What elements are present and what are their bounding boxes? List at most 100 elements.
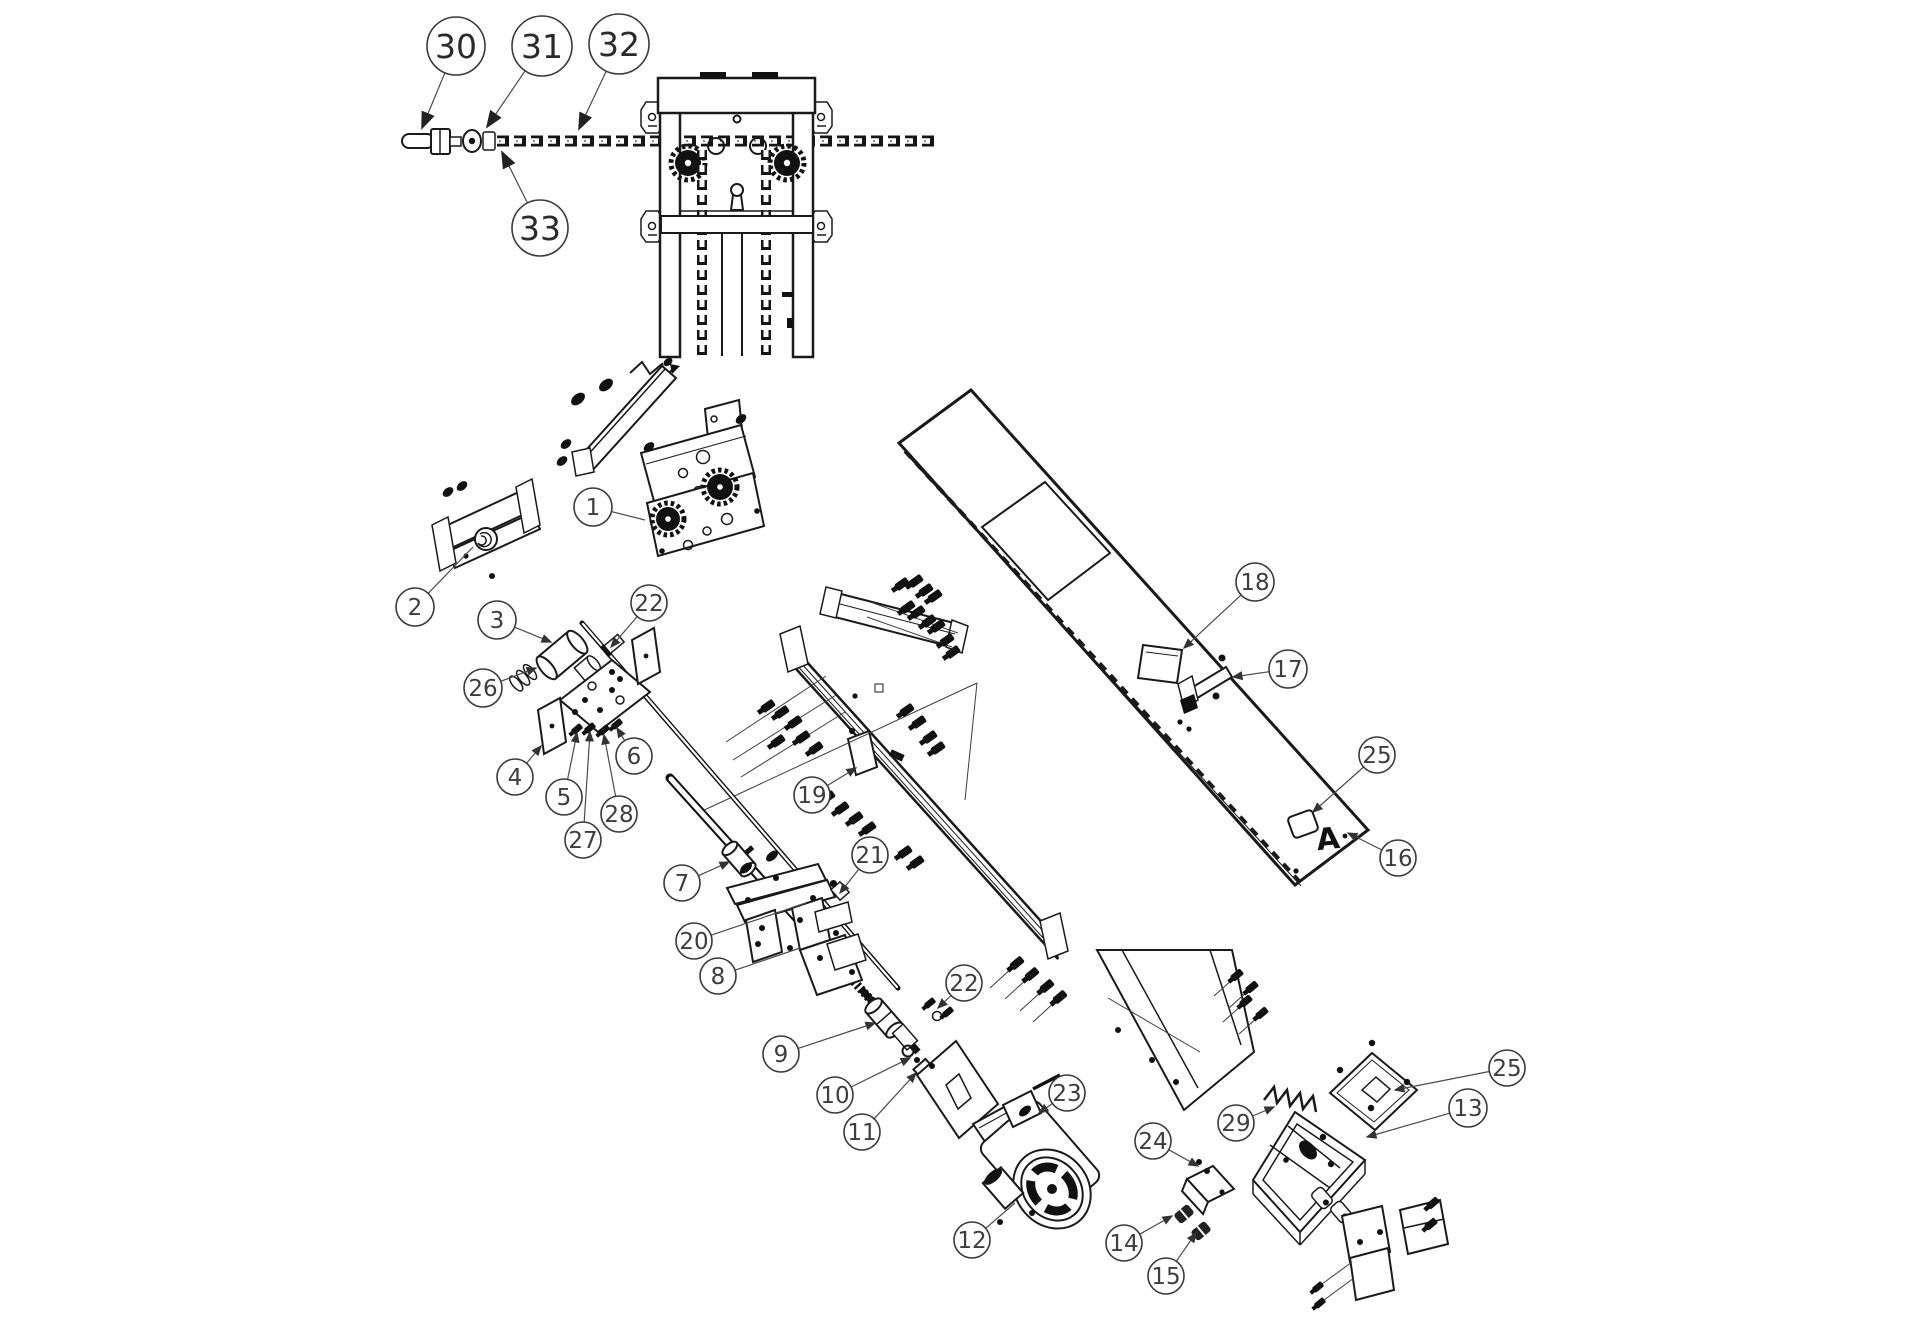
keyhole-icon (729, 183, 745, 211)
svg-text:15: 15 (1151, 1264, 1180, 1290)
tip-window (1287, 809, 1319, 839)
svg-text:11: 11 (847, 1120, 876, 1146)
bottom-mounting-bracket (1308, 1196, 1450, 1312)
balloon-22: 22 (936, 964, 983, 1010)
balloon-25: 25 (1311, 736, 1396, 813)
balloon-28: 28 (600, 733, 638, 833)
svg-text:3: 3 (490, 608, 505, 634)
svg-text:4: 4 (508, 765, 523, 791)
balloon-8: 8 (699, 947, 801, 995)
balloon-15: 15 (1147, 1231, 1197, 1295)
lens-plate (1136, 643, 1184, 685)
svg-text:21: 21 (855, 843, 884, 869)
motor-assembly (971, 1073, 1101, 1230)
svg-text:25: 25 (1362, 743, 1391, 769)
svg-text:22: 22 (634, 591, 663, 617)
svg-text:23: 23 (1052, 1081, 1081, 1107)
tension-spring (1263, 1084, 1318, 1113)
svg-text:29: 29 (1221, 1111, 1250, 1137)
top-cap (656, 76, 817, 115)
balloon-9: 9 (762, 1021, 877, 1073)
svg-text:5: 5 (557, 785, 572, 811)
chain-and-clevis (401, 128, 938, 155)
balloon-18: 18 (1182, 562, 1275, 650)
balloon-31: 31 (485, 15, 573, 129)
rail-cover-panel (896, 387, 1371, 888)
balloon-21: 21 (839, 836, 889, 895)
roller-cylinder (535, 629, 589, 681)
carriage-hardware-icons (740, 850, 855, 975)
balloon-23: 23 (1037, 1074, 1086, 1114)
balloon-1: 1 (573, 487, 646, 527)
svg-text:19: 19 (797, 783, 826, 809)
balloon-25: 25 (1393, 1049, 1526, 1093)
washer-stack-icon (508, 663, 538, 692)
crossbar (660, 215, 814, 234)
svg-text:2: 2 (408, 595, 423, 621)
bell-flange (814, 901, 853, 933)
balloon-5: 5 (545, 731, 583, 816)
svg-text:28: 28 (604, 802, 633, 828)
svg-text:13: 13 (1453, 1096, 1482, 1122)
svg-text:14: 14 (1109, 1231, 1138, 1257)
balloon-3: 3 (477, 600, 553, 643)
rail-tip-parts: A (1287, 809, 1348, 874)
rail-channel (699, 573, 1069, 1023)
balloon-33: 33 (501, 150, 569, 257)
balloon-13: 13 (1365, 1088, 1488, 1139)
balloon-19: 19 (793, 767, 858, 814)
svg-text:12: 12 (957, 1228, 986, 1254)
spring-bracket (431, 477, 542, 579)
link-plate (482, 131, 496, 151)
balloon-17: 17 (1231, 649, 1308, 689)
panel-window (980, 480, 1112, 602)
svg-text:1: 1 (586, 495, 601, 521)
box-cover (1328, 1039, 1419, 1132)
balloon-10: 10 (816, 1057, 912, 1114)
balloon-30: 30 (421, 16, 486, 130)
svg-text:26: 26 (468, 676, 497, 702)
balloon-14: 14 (1105, 1215, 1174, 1262)
balloon-26: 26 (463, 667, 538, 708)
balloon-11: 11 (843, 1071, 918, 1151)
gear-cluster-icon (649, 467, 740, 538)
balloon-12: 12 (953, 1202, 1016, 1259)
view-marker-a: A (1315, 821, 1343, 858)
svg-text:30: 30 (435, 27, 477, 66)
balloon-20: 20 (675, 902, 807, 960)
balloon-29: 29 (1217, 1104, 1276, 1142)
balloon-2: 2 (395, 546, 474, 627)
limit-bracket (1180, 1159, 1236, 1216)
svg-text:20: 20 (679, 929, 708, 955)
motor-end-cap-icon (1012, 1148, 1092, 1230)
clamp-block-14 (1174, 1204, 1194, 1224)
svg-text:6: 6 (627, 744, 642, 770)
gearbox-assembly (639, 398, 766, 558)
balloon-32: 32 (578, 13, 650, 131)
svg-text:27: 27 (568, 828, 597, 854)
trolley-body-plate (558, 658, 652, 734)
svg-text:31: 31 (521, 27, 563, 66)
svg-text:24: 24 (1138, 1129, 1167, 1155)
rail-screw-icons (989, 955, 1068, 1023)
svg-text:32: 32 (598, 25, 640, 64)
balloon-6: 6 (615, 726, 653, 775)
svg-text:22: 22 (949, 971, 978, 997)
svg-text:10: 10 (820, 1083, 849, 1109)
svg-text:9: 9 (774, 1042, 789, 1068)
balloon-27: 27 (564, 730, 602, 859)
stop-plate (846, 729, 879, 777)
svg-text:16: 16 (1383, 846, 1412, 872)
motor-foot (981, 1165, 1025, 1211)
balloon-22: 22 (610, 584, 668, 649)
balloon-7: 7 (663, 861, 731, 902)
svg-text:8: 8 (711, 964, 726, 990)
svg-text:18: 18 (1240, 570, 1269, 596)
svg-text:25: 25 (1492, 1056, 1521, 1082)
header-frame (629, 72, 833, 378)
balloon-24: 24 (1134, 1122, 1200, 1167)
balloon-4: 4 (496, 744, 542, 796)
balloon-16: 16 (1346, 832, 1417, 877)
